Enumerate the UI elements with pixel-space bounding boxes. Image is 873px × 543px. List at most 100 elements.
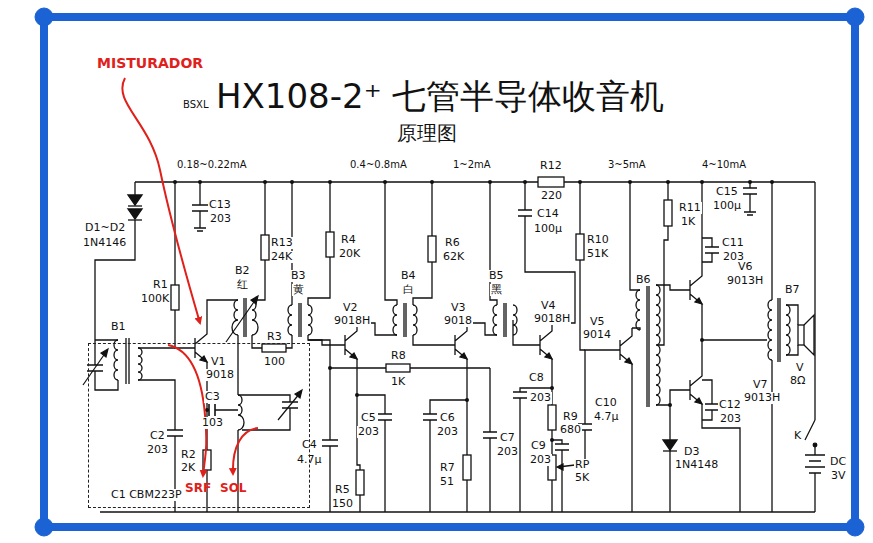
part-label: R4 xyxy=(340,234,357,246)
part-label: 9018H xyxy=(533,313,571,325)
part-label: 100K xyxy=(140,293,170,305)
part-label: 3~5mA xyxy=(607,159,647,170)
junction-dot xyxy=(770,180,774,184)
part-label: V1 xyxy=(210,356,227,368)
variable-arrow xyxy=(295,390,302,398)
ground-symbol xyxy=(744,212,756,215)
part-label: 24K xyxy=(270,251,293,263)
wire xyxy=(357,367,385,512)
blue-frame xyxy=(44,17,855,527)
part-label: 20K xyxy=(338,248,361,260)
transformer-coil xyxy=(786,305,790,355)
part-label: DC xyxy=(829,456,847,468)
resistor-symbol xyxy=(261,235,269,260)
speaker-symbol xyxy=(798,315,814,355)
part-label: 1N4146 xyxy=(82,237,127,249)
part-label: 5K xyxy=(574,472,590,484)
capacitor-symbol xyxy=(423,414,437,420)
junction-dot xyxy=(628,180,632,184)
battery-symbol xyxy=(805,455,825,473)
transformer-coil xyxy=(504,303,506,337)
part-label: 白 xyxy=(402,284,415,296)
resistor-symbol xyxy=(262,344,286,352)
transformer-coil xyxy=(126,338,129,384)
part-label: 1K xyxy=(390,376,406,388)
transformer-coil xyxy=(778,298,780,362)
transistor-symbol xyxy=(331,323,357,367)
blue-frame xyxy=(846,518,864,536)
junction-dot xyxy=(748,180,752,184)
junction-dot xyxy=(700,180,704,184)
wire xyxy=(413,335,441,345)
capacitor-symbol xyxy=(209,404,215,416)
wire xyxy=(135,181,815,182)
annotation-text: SOL xyxy=(219,482,248,495)
capacitor-symbol xyxy=(518,210,532,216)
transistor-symbol xyxy=(200,356,207,362)
part-label: R11 xyxy=(678,202,702,214)
speaker-symbol xyxy=(798,325,804,345)
part-label: RP xyxy=(574,459,590,471)
transformer-coil xyxy=(413,305,417,335)
diode-symbol xyxy=(663,440,677,450)
transformer-coil xyxy=(513,305,517,335)
resistor-symbol xyxy=(538,177,564,187)
part-label: 203 xyxy=(719,413,742,425)
transistor-symbol xyxy=(526,323,552,367)
transistor-symbol xyxy=(526,323,552,367)
variable-arrow xyxy=(278,393,300,420)
part-label: R2 xyxy=(180,449,197,461)
part-label: R5 xyxy=(334,484,351,496)
potentiometer-wiper xyxy=(557,464,575,470)
part-label: 203 xyxy=(146,444,169,456)
transistor-symbol xyxy=(695,298,702,304)
part-label: B5 xyxy=(488,270,505,282)
part-label: B2 xyxy=(234,265,251,277)
blue-frame xyxy=(35,518,53,536)
part-label: V7 xyxy=(752,379,769,391)
wire xyxy=(701,182,702,268)
part-label: R9 xyxy=(562,411,579,423)
part-label: C2 xyxy=(149,430,166,442)
battery-symbol xyxy=(805,455,825,473)
capacitor-symbol xyxy=(322,440,338,446)
ground-symbol xyxy=(194,212,756,231)
part-label: 203 xyxy=(357,426,380,438)
part-label: R10 xyxy=(586,234,610,246)
transistor-symbol xyxy=(350,353,357,359)
part-label: V3 xyxy=(450,302,467,314)
part-label: R6 xyxy=(444,237,461,249)
part-label: 9013H xyxy=(726,275,764,287)
part-label: C8 xyxy=(528,372,545,384)
transformer-coil xyxy=(252,300,258,335)
transformer-coil xyxy=(244,298,246,337)
part-label: B7 xyxy=(784,284,801,296)
transistor-symbol xyxy=(441,323,467,367)
transistor-symbol xyxy=(625,358,632,364)
transistor-symbol xyxy=(695,398,702,404)
transistor-symbol xyxy=(181,268,702,412)
transformer-coil xyxy=(238,395,244,430)
junction-dot xyxy=(523,180,527,184)
resistor-symbol xyxy=(548,405,556,430)
part-label: 51 xyxy=(439,476,455,488)
transistor-symbol xyxy=(676,368,702,412)
switch-symbol xyxy=(805,420,817,447)
transistor-symbol xyxy=(181,326,207,370)
wire xyxy=(513,320,526,345)
part-label: 1K xyxy=(680,216,696,228)
junction-dot xyxy=(173,180,774,442)
part-label: C7 xyxy=(499,432,516,444)
transformer-coil xyxy=(114,283,790,430)
part-label: 203 xyxy=(529,392,552,404)
part-label: C9 xyxy=(530,440,547,452)
part-label: 原理图 xyxy=(396,122,458,144)
wire xyxy=(702,380,712,420)
wire xyxy=(631,372,632,512)
capacitor-symbol xyxy=(87,188,757,450)
part-label: B4 xyxy=(400,270,417,282)
resistor-symbol xyxy=(664,200,672,226)
part-label: C12 xyxy=(718,399,742,411)
part-label: V4 xyxy=(540,300,557,312)
